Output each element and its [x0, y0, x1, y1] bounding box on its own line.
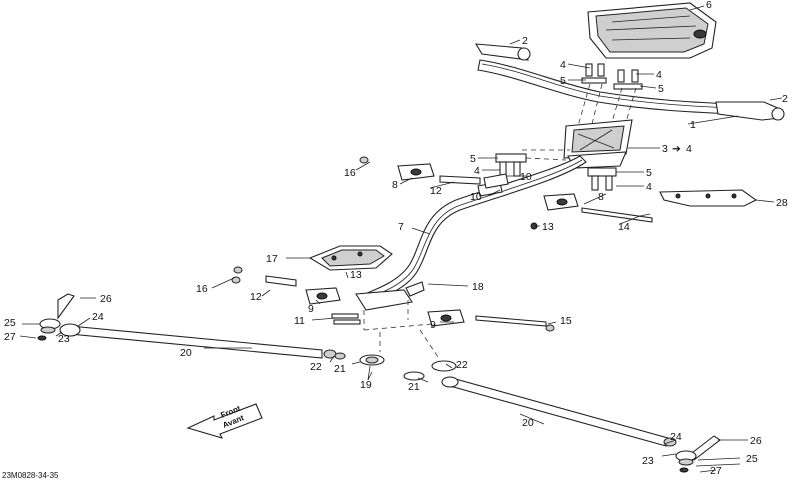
callout-16-upper: 16 [344, 167, 356, 179]
callout-15: 15 [560, 315, 572, 327]
leader-lines [19, 5, 783, 473]
tie-rod-right [441, 376, 677, 447]
callout-2-left: 2 [522, 35, 528, 47]
callout-23-left: 23 [58, 333, 70, 345]
callout-4-lower-left: 4 [474, 165, 480, 177]
callout-5-lower-right: 5 [646, 167, 652, 179]
bearing-block-upper-left [359, 156, 481, 185]
callout-7: 7 [398, 221, 404, 233]
callout-16-lower: 16 [196, 283, 208, 295]
callout-6: 6 [706, 0, 712, 11]
callout-20-left: 20 [180, 347, 192, 359]
steering-plate [308, 245, 393, 271]
callout-19: 19 [360, 379, 372, 391]
callout-3: 3 [662, 143, 668, 155]
callout-1: 1 [690, 119, 696, 131]
callout-26-right: 26 [750, 435, 762, 447]
callout-25-right: 25 [746, 453, 758, 465]
tie-rod-ends-center [359, 329, 457, 381]
bearing-block-lower-left [231, 266, 341, 305]
callout-24-left: 24 [92, 311, 104, 323]
callout-21-left: 21 [334, 363, 346, 375]
callout-9-left: 9 [308, 303, 314, 315]
callout-4-upper-left: 4 [560, 59, 566, 71]
callout-11: 11 [294, 315, 305, 327]
callout-10-upper: 10 [520, 171, 532, 183]
callout-4-upper-right: 4 [656, 69, 662, 81]
callout-5-lower-left: 5 [470, 153, 476, 165]
callout-27-right: 27 [710, 465, 722, 477]
callout-21-right: 21 [408, 381, 420, 393]
callout-24-right: 24 [670, 431, 682, 443]
callout-5-upper-right: 5 [658, 83, 664, 95]
reference-code: 23M0828-34-35 [2, 471, 59, 480]
callout-3-arrow: ➔ [672, 143, 681, 155]
callout-28: 28 [776, 197, 788, 209]
handlebar-pad [587, 2, 717, 59]
callout-10-lower: 10 [470, 191, 482, 203]
ball-joint-right [675, 435, 721, 473]
callout-23-right: 23 [642, 455, 654, 467]
grip-left [474, 43, 531, 61]
front-direction-arrow: Front Avant [186, 403, 263, 439]
callout-18: 18 [472, 281, 484, 293]
ball-joint-left [37, 293, 75, 341]
tie-rod-left [59, 323, 346, 360]
column-support [477, 173, 509, 197]
callout-13-upper: 13 [542, 221, 554, 233]
callout-22-right: 22 [456, 359, 468, 371]
bearing-block-lower-right [427, 309, 555, 332]
handlebar [477, 59, 733, 115]
callout-14: 14 [618, 221, 630, 233]
callouts: 2 2 6 4 4 5 5 1 3 ➔ 4 5 5 4 4 16 8 12 10… [4, 0, 788, 477]
column-cover [659, 189, 758, 207]
callout-9-right: 9 [430, 319, 436, 331]
callout-2-right: 2 [782, 93, 788, 105]
callout-4-lower-right: 4 [646, 181, 652, 193]
callout-17: 17 [266, 253, 278, 265]
callout-12-upper: 12 [430, 185, 442, 197]
callout-27-left: 27 [4, 331, 16, 343]
callout-25-left: 25 [4, 317, 16, 329]
callout-12-lower: 12 [250, 291, 262, 303]
callout-8-left: 8 [392, 179, 398, 191]
grip-right [715, 101, 785, 121]
callout-22-left: 22 [310, 361, 322, 373]
callout-3-ref: 4 [686, 143, 692, 155]
callout-20-right: 20 [522, 417, 534, 429]
callout-8-right: 8 [598, 191, 604, 203]
callout-13-lower: 13 [350, 269, 362, 281]
callout-5-upper-left: 5 [560, 75, 566, 87]
lower-bracket [331, 281, 433, 331]
callout-26-left: 26 [100, 293, 112, 305]
